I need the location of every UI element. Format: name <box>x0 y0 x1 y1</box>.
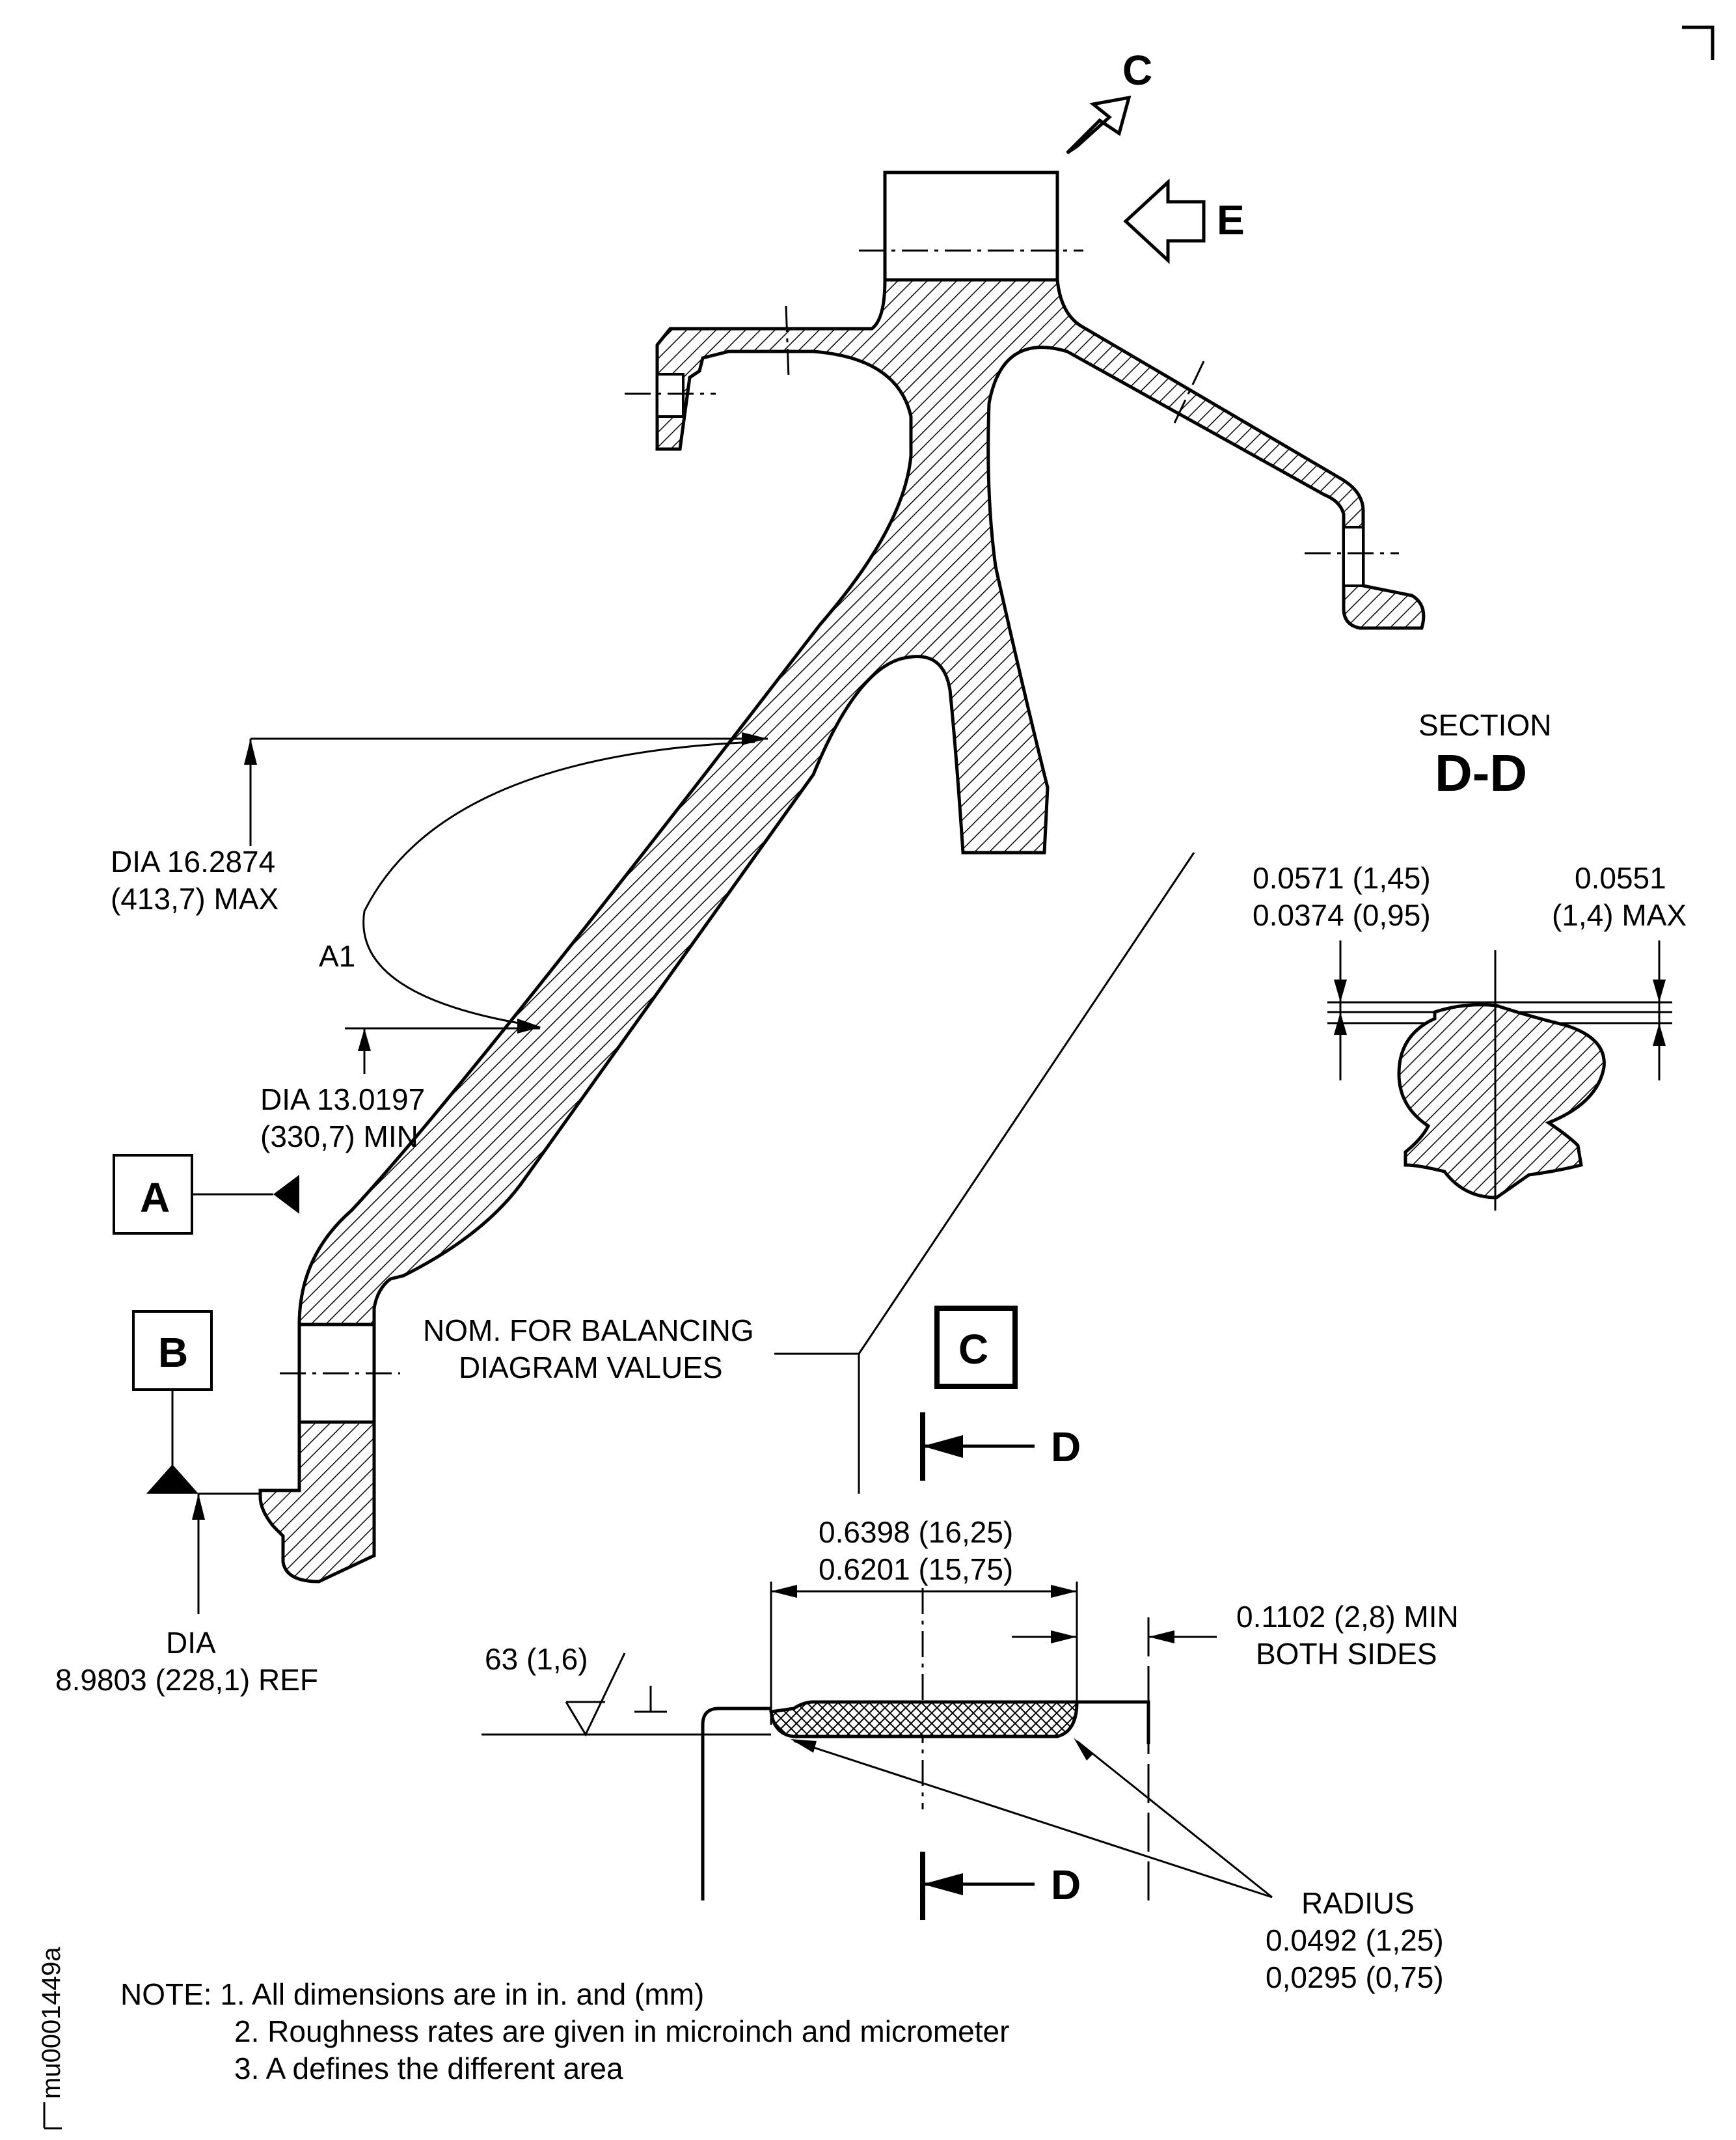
datum-a: A <box>113 1154 299 1235</box>
radius-line3: 0,0295 (0,75) <box>1266 1960 1444 1994</box>
dia-min-line2: (330,7) MIN <box>260 1119 418 1153</box>
nom-leader: NOM. FOR BALANCING DIAGRAM VALUES <box>423 852 1195 1494</box>
zone-a1: A1 <box>319 741 755 1034</box>
dd-right-line2: (1,4) MAX <box>1552 898 1687 932</box>
hub-block <box>883 171 1059 285</box>
dia-ref-line1: DIA <box>166 1626 216 1660</box>
note-line2: 2. Roughness rates are given in microinc… <box>234 2014 1009 2048</box>
detail-c-view: 0.6398 (16,25) 0.6201 (15,75) 0.1102 (2,… <box>481 1515 1459 1994</box>
datum-a-label: A <box>140 1174 170 1221</box>
notes: NOTE: 1. All dimensions are in in. and (… <box>120 1977 1009 2085</box>
corner-mark <box>1682 25 1715 60</box>
view-c-label: C <box>1122 47 1152 94</box>
edge-line1: 0.1102 (2,8) MIN <box>1236 1600 1459 1634</box>
dd-bulb <box>1397 1003 1606 1200</box>
section-arrow-bottom: D <box>920 1852 1081 1920</box>
dia-max-line2: (413,7) MAX <box>111 882 278 916</box>
dia-ref-line2: 8.9803 (228,1) REF <box>55 1663 318 1697</box>
width-line2: 0.6201 (15,75) <box>819 1552 1013 1586</box>
section-name: D-D <box>1435 744 1527 802</box>
dia-max-line1: DIA 16.2874 <box>111 845 275 879</box>
roughness-label: 63 (1,6) <box>485 1642 588 1676</box>
disc-body <box>258 278 1426 1584</box>
detail-c-label: C <box>958 1326 988 1373</box>
view-e-label: E <box>1217 197 1245 243</box>
dd-left-line2: 0.0374 (0,95) <box>1253 898 1431 932</box>
section-arrow-top: D <box>920 1412 1081 1481</box>
figure-id-label: mu0001449a <box>37 1947 66 2099</box>
radius-line1: RADIUS <box>1301 1886 1415 1920</box>
section-dd: SECTION D-D 0.0571 (1,45) 0.0374 (0,95) … <box>1253 708 1687 1211</box>
radius-line2: 0.0492 (1,25) <box>1266 1923 1444 1957</box>
datum-b: B DIA 8.9803 (228,1) REF <box>55 1310 318 1697</box>
top-left-hole <box>656 373 685 418</box>
balancing-land <box>769 1700 1079 1738</box>
nom-line2: DIAGRAM VALUES <box>459 1351 723 1384</box>
nom-line1: NOM. FOR BALANCING <box>423 1313 754 1347</box>
section-title: SECTION <box>1418 708 1551 742</box>
view-arrow-c: C <box>1066 47 1152 155</box>
note-line1: NOTE: 1. All dimensions are in in. and (… <box>120 1977 704 2011</box>
detail-c: C <box>934 1306 1018 1389</box>
view-arrow-e: E <box>1123 178 1245 264</box>
zone-a1-label: A1 <box>319 939 355 973</box>
part-section <box>258 171 1426 1584</box>
dia-min-line1: DIA 13.0197 <box>260 1082 425 1116</box>
edge-line2: BOTH SIDES <box>1256 1637 1437 1671</box>
dd-right-line1: 0.0551 <box>1575 861 1666 895</box>
datum-b-label: B <box>158 1329 188 1376</box>
figure-id: mu0001449a <box>37 1947 66 2130</box>
dia-min-dimension: DIA 13.0197 (330,7) MIN <box>260 1027 540 1153</box>
right-hole <box>1342 526 1364 587</box>
section-arrow-bottom-label: D <box>1051 1861 1081 1908</box>
dd-left-line1: 0.0571 (1,45) <box>1253 861 1431 895</box>
dia-max-dimension: DIA 16.2874 (413,7) MAX <box>111 732 768 916</box>
width-line1: 0.6398 (16,25) <box>819 1515 1013 1549</box>
note-line3: 3. A defines the different area <box>234 2051 623 2085</box>
section-arrow-top-label: D <box>1051 1423 1081 1470</box>
